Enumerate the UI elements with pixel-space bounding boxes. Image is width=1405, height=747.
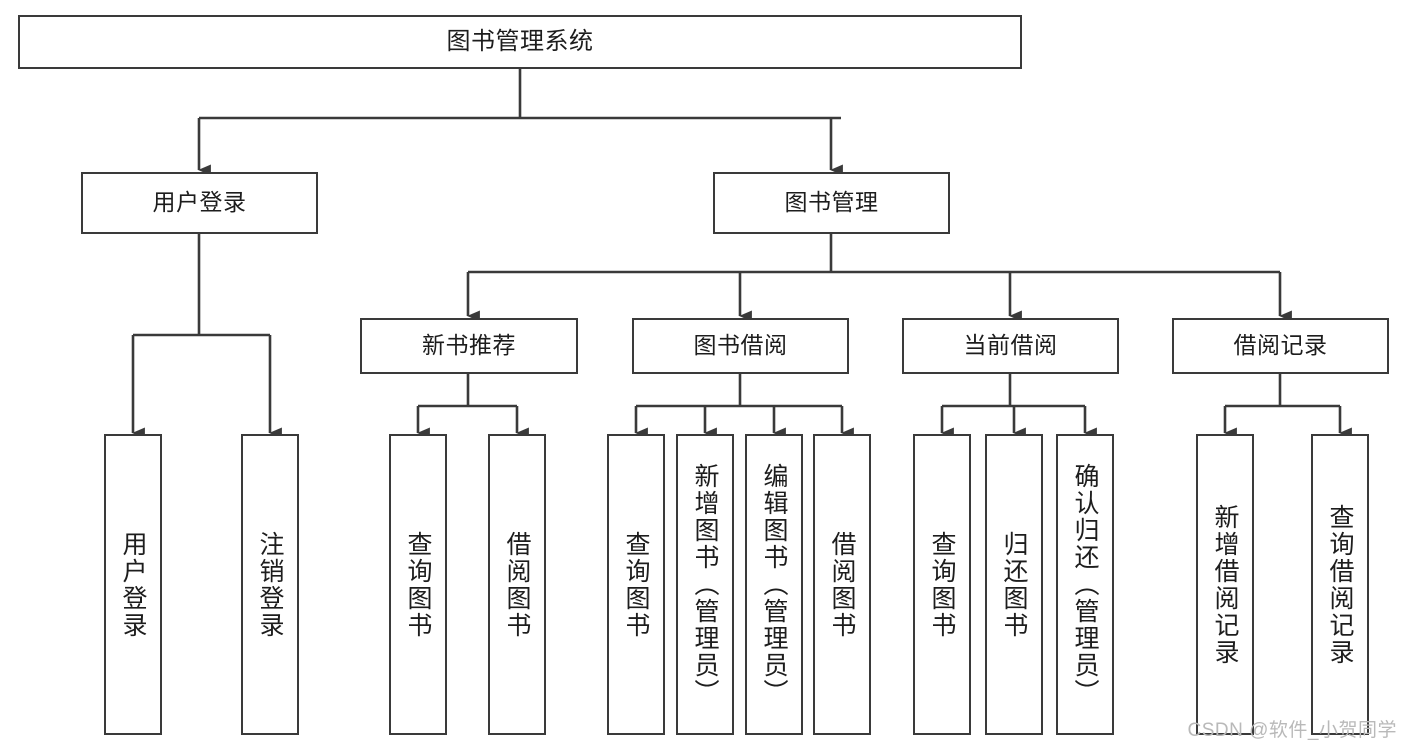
leaf-query-book-1-label: 查询图书 (404, 530, 432, 639)
leaf-logout-login-label: 注销登录 (256, 530, 284, 639)
leaf-query-book-3-label: 查询图书 (928, 530, 956, 639)
leaf-borrow-book-2-label: 借阅图书 (828, 530, 856, 639)
leaf-add-book-label: 新增图书（管理员） (691, 463, 719, 706)
node-book-borrow-label: 图书借阅 (693, 332, 788, 359)
leaf-return-book[interactable]: 归还图书 (985, 434, 1043, 735)
leaf-query-book-3[interactable]: 查询图书 (913, 434, 971, 735)
csdn-watermark: CSDN @软件_小贺同学 (1187, 720, 1397, 741)
node-borrow-record-label: 借阅记录 (1233, 332, 1328, 359)
leaf-query-book-2[interactable]: 查询图书 (607, 434, 665, 735)
leaf-query-book-2-label: 查询图书 (622, 530, 650, 639)
leaf-borrow-book-2[interactable]: 借阅图书 (813, 434, 871, 735)
node-user-login-label: 用户登录 (152, 189, 247, 216)
leaf-query-record-label: 查询借阅记录 (1326, 503, 1354, 666)
leaf-edit-book[interactable]: 编辑图书（管理员） (745, 434, 803, 735)
node-book-manage[interactable]: 图书管理 (713, 172, 950, 234)
leaf-confirm-return-label: 确认归还（管理员） (1071, 463, 1099, 706)
node-user-login[interactable]: 用户登录 (81, 172, 318, 234)
leaf-user-login[interactable]: 用户登录 (104, 434, 162, 735)
leaf-query-book-1[interactable]: 查询图书 (389, 434, 447, 735)
leaf-borrow-book-1[interactable]: 借阅图书 (488, 434, 546, 735)
leaf-add-record[interactable]: 新增借阅记录 (1196, 434, 1254, 735)
node-root[interactable]: 图书管理系统 (18, 15, 1022, 69)
leaf-edit-book-label: 编辑图书（管理员） (760, 463, 788, 706)
node-current-borrow-label: 当前借阅 (963, 332, 1058, 359)
node-root-label: 图书管理系统 (446, 27, 594, 55)
node-current-borrow[interactable]: 当前借阅 (902, 318, 1119, 374)
leaf-logout-login[interactable]: 注销登录 (241, 434, 299, 735)
leaf-add-book[interactable]: 新增图书（管理员） (676, 434, 734, 735)
leaf-query-record[interactable]: 查询借阅记录 (1311, 434, 1369, 735)
leaf-user-login-label: 用户登录 (119, 530, 147, 639)
leaf-borrow-book-1-label: 借阅图书 (503, 530, 531, 639)
node-book-borrow[interactable]: 图书借阅 (632, 318, 849, 374)
node-new-book-recommend[interactable]: 新书推荐 (360, 318, 578, 374)
node-new-book-recommend-label: 新书推荐 (422, 332, 516, 359)
leaf-confirm-return[interactable]: 确认归还（管理员） (1056, 434, 1114, 735)
node-book-manage-label: 图书管理 (784, 189, 879, 216)
node-borrow-record[interactable]: 借阅记录 (1172, 318, 1389, 374)
leaf-return-book-label: 归还图书 (1000, 530, 1028, 639)
leaf-add-record-label: 新增借阅记录 (1211, 503, 1239, 666)
